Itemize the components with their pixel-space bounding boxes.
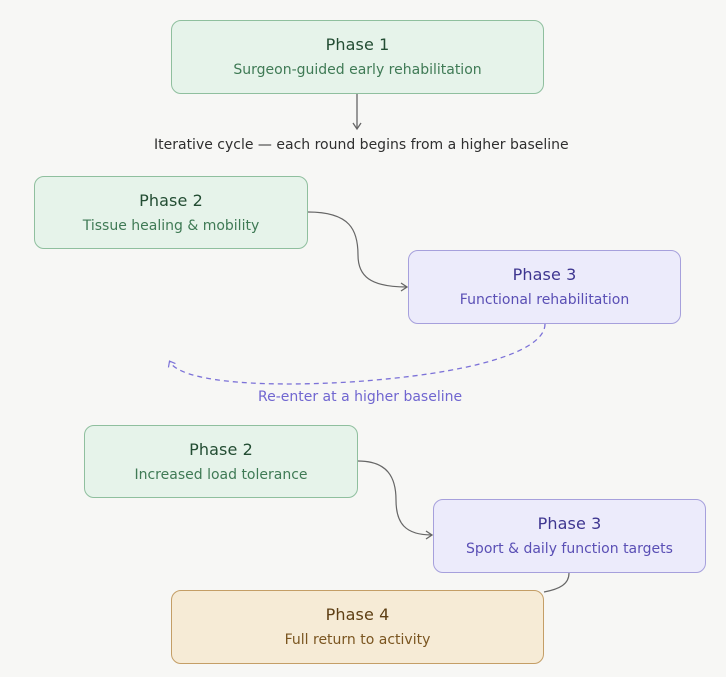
phase3a-subtitle: Functional rehabilitation <box>459 292 630 308</box>
connector-phase3b-phase4 <box>543 572 570 593</box>
phase3a-title: Phase 3 <box>512 265 577 284</box>
cycle-caption: Iterative cycle — each round begins from… <box>154 137 569 153</box>
connector-phase2b-phase3b <box>357 460 434 540</box>
phase2a-subtitle: Tissue healing & mobility <box>82 217 260 234</box>
phase1-title: Phase 1 <box>325 35 390 54</box>
phase3b-node: Phase 3 Sport & daily function targets <box>433 499 706 573</box>
loop-label: Re-enter at a higher baseline <box>258 389 463 405</box>
phase2a-title: Phase 2 <box>139 190 203 210</box>
loop-back-connector <box>167 323 546 385</box>
phase2b-subtitle: Increased load tolerance <box>134 466 308 483</box>
phase2b-title: Phase 2 <box>189 439 253 459</box>
connector-phase2a-phase3a <box>307 211 409 292</box>
phase3b-subtitle: Sport & daily function targets <box>466 541 673 557</box>
phase4-node: Phase 4 Full return to activity <box>171 590 544 664</box>
phase2b-node: Phase 2 Increased load tolerance <box>84 425 358 498</box>
phase4-title: Phase 4 <box>325 605 390 624</box>
phase1-node: Phase 1 Surgeon-guided early rehabilitat… <box>171 20 544 94</box>
phase3b-title: Phase 3 <box>537 514 602 533</box>
phase2a-node: Phase 2 Tissue healing & mobility <box>34 176 308 249</box>
phase3a-node: Phase 3 Functional rehabilitation <box>408 250 681 324</box>
phase4-subtitle: Full return to activity <box>284 632 431 648</box>
phase1-subtitle: Surgeon-guided early rehabilitation <box>233 62 482 78</box>
